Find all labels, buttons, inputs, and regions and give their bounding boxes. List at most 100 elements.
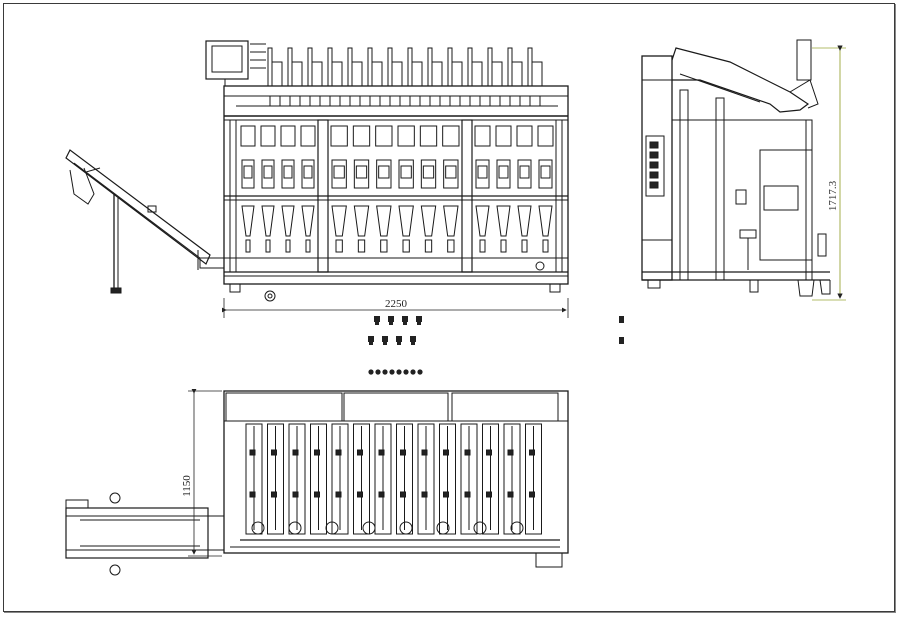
drawing-frame <box>3 3 895 612</box>
lane-channel <box>245 423 263 535</box>
bucket-outlet <box>436 521 450 535</box>
memory-bucket <box>398 205 414 237</box>
side-view <box>641 39 831 297</box>
weigh-bucket <box>475 159 490 189</box>
lane-clip <box>314 491 320 498</box>
lane-clip <box>400 491 406 498</box>
upper-bucket <box>419 125 438 147</box>
part-fitting <box>619 337 624 344</box>
weigh-lanes-top <box>245 423 542 535</box>
hopper-motor <box>349 95 361 107</box>
discharge-gate <box>335 239 343 253</box>
front-view <box>65 40 569 302</box>
hopper-body <box>392 61 403 86</box>
control-button <box>649 171 659 179</box>
bucket-window <box>400 165 412 179</box>
lane-clip <box>249 491 256 498</box>
part-bolt <box>411 342 415 345</box>
part-washer <box>375 369 381 375</box>
lane-clip <box>271 491 277 498</box>
part-washer <box>368 369 374 375</box>
memory-bucket <box>496 205 511 237</box>
lane-channel <box>525 423 542 535</box>
discharge-gate <box>245 239 251 253</box>
hopper-bar <box>447 47 453 87</box>
hopper-body <box>312 61 323 86</box>
upper-bucket <box>442 125 460 147</box>
bucket-window <box>333 165 345 179</box>
bucket-window <box>378 165 390 179</box>
hopper-body <box>512 61 523 86</box>
hopper-body <box>472 61 483 86</box>
lane-clip <box>335 491 342 498</box>
hopper-bar <box>367 47 373 87</box>
memory-bucket <box>301 205 315 237</box>
lane-clip <box>486 491 492 498</box>
weigh-bucket <box>241 159 255 189</box>
discharge-gate <box>521 239 528 253</box>
weigh-bucket <box>538 159 553 189</box>
width-dimension-label: 2250 <box>385 298 408 310</box>
side-weigh-module <box>759 149 813 261</box>
memory-bucket <box>353 205 370 237</box>
lane-clip <box>378 449 385 456</box>
hopper-bar <box>287 47 293 87</box>
part-nut <box>368 336 374 342</box>
discharge-gate <box>305 239 311 253</box>
lane-clip <box>464 491 471 498</box>
control-button <box>649 141 659 149</box>
lane-clip <box>314 449 320 456</box>
discharge-gate <box>265 239 271 253</box>
part-bolt <box>389 322 393 325</box>
hopper-motor <box>289 95 301 107</box>
upper-bucket <box>397 125 415 147</box>
upper-bucket <box>280 125 296 147</box>
memory-bucket <box>443 205 459 237</box>
lane-clip <box>421 449 428 456</box>
weigh-bucket <box>281 159 295 189</box>
hopper-bar <box>347 47 353 87</box>
memory-bucket <box>261 205 275 237</box>
lane-channel <box>417 423 435 535</box>
discharge-gate <box>402 239 410 253</box>
hopper-body <box>372 61 383 86</box>
weigh-bucket-modules <box>240 125 554 253</box>
lane-clip <box>292 491 299 498</box>
hopper-bar <box>327 47 333 87</box>
bucket-window <box>303 165 313 179</box>
lane-clip <box>443 491 449 498</box>
hopper-bar <box>507 47 513 87</box>
control-button <box>649 151 659 159</box>
bucket-outlet <box>251 521 265 535</box>
height-dimension-label: 1717.3 <box>827 180 839 211</box>
bucket-window <box>243 165 253 179</box>
caster-wheel <box>264 290 276 302</box>
memory-bucket <box>241 205 255 237</box>
hopper-motor <box>309 95 321 107</box>
part-bolt <box>397 342 401 345</box>
weigh-bucket <box>420 159 437 189</box>
part-washer <box>417 369 423 375</box>
hopper-body <box>532 61 543 86</box>
weighing-hoppers-top <box>267 47 543 107</box>
lane-clip <box>443 449 449 456</box>
lane-clip <box>400 449 406 456</box>
memory-bucket <box>331 205 347 237</box>
side-hopper <box>671 47 810 113</box>
part-bolt <box>383 342 387 345</box>
part-nut <box>410 336 416 342</box>
hopper-body <box>492 61 503 86</box>
weigh-bucket <box>496 159 511 189</box>
discharge-gate <box>357 239 366 253</box>
lane-channel <box>331 423 349 535</box>
hopper-bar <box>387 47 393 87</box>
hopper-motor <box>449 95 461 107</box>
control-button <box>649 161 659 169</box>
lane-clip <box>507 449 514 456</box>
bucket-window <box>445 165 457 179</box>
discharge-gate <box>447 239 455 253</box>
bucket-window <box>540 165 551 179</box>
part-washer <box>389 369 395 375</box>
bucket-outlet <box>325 521 339 535</box>
